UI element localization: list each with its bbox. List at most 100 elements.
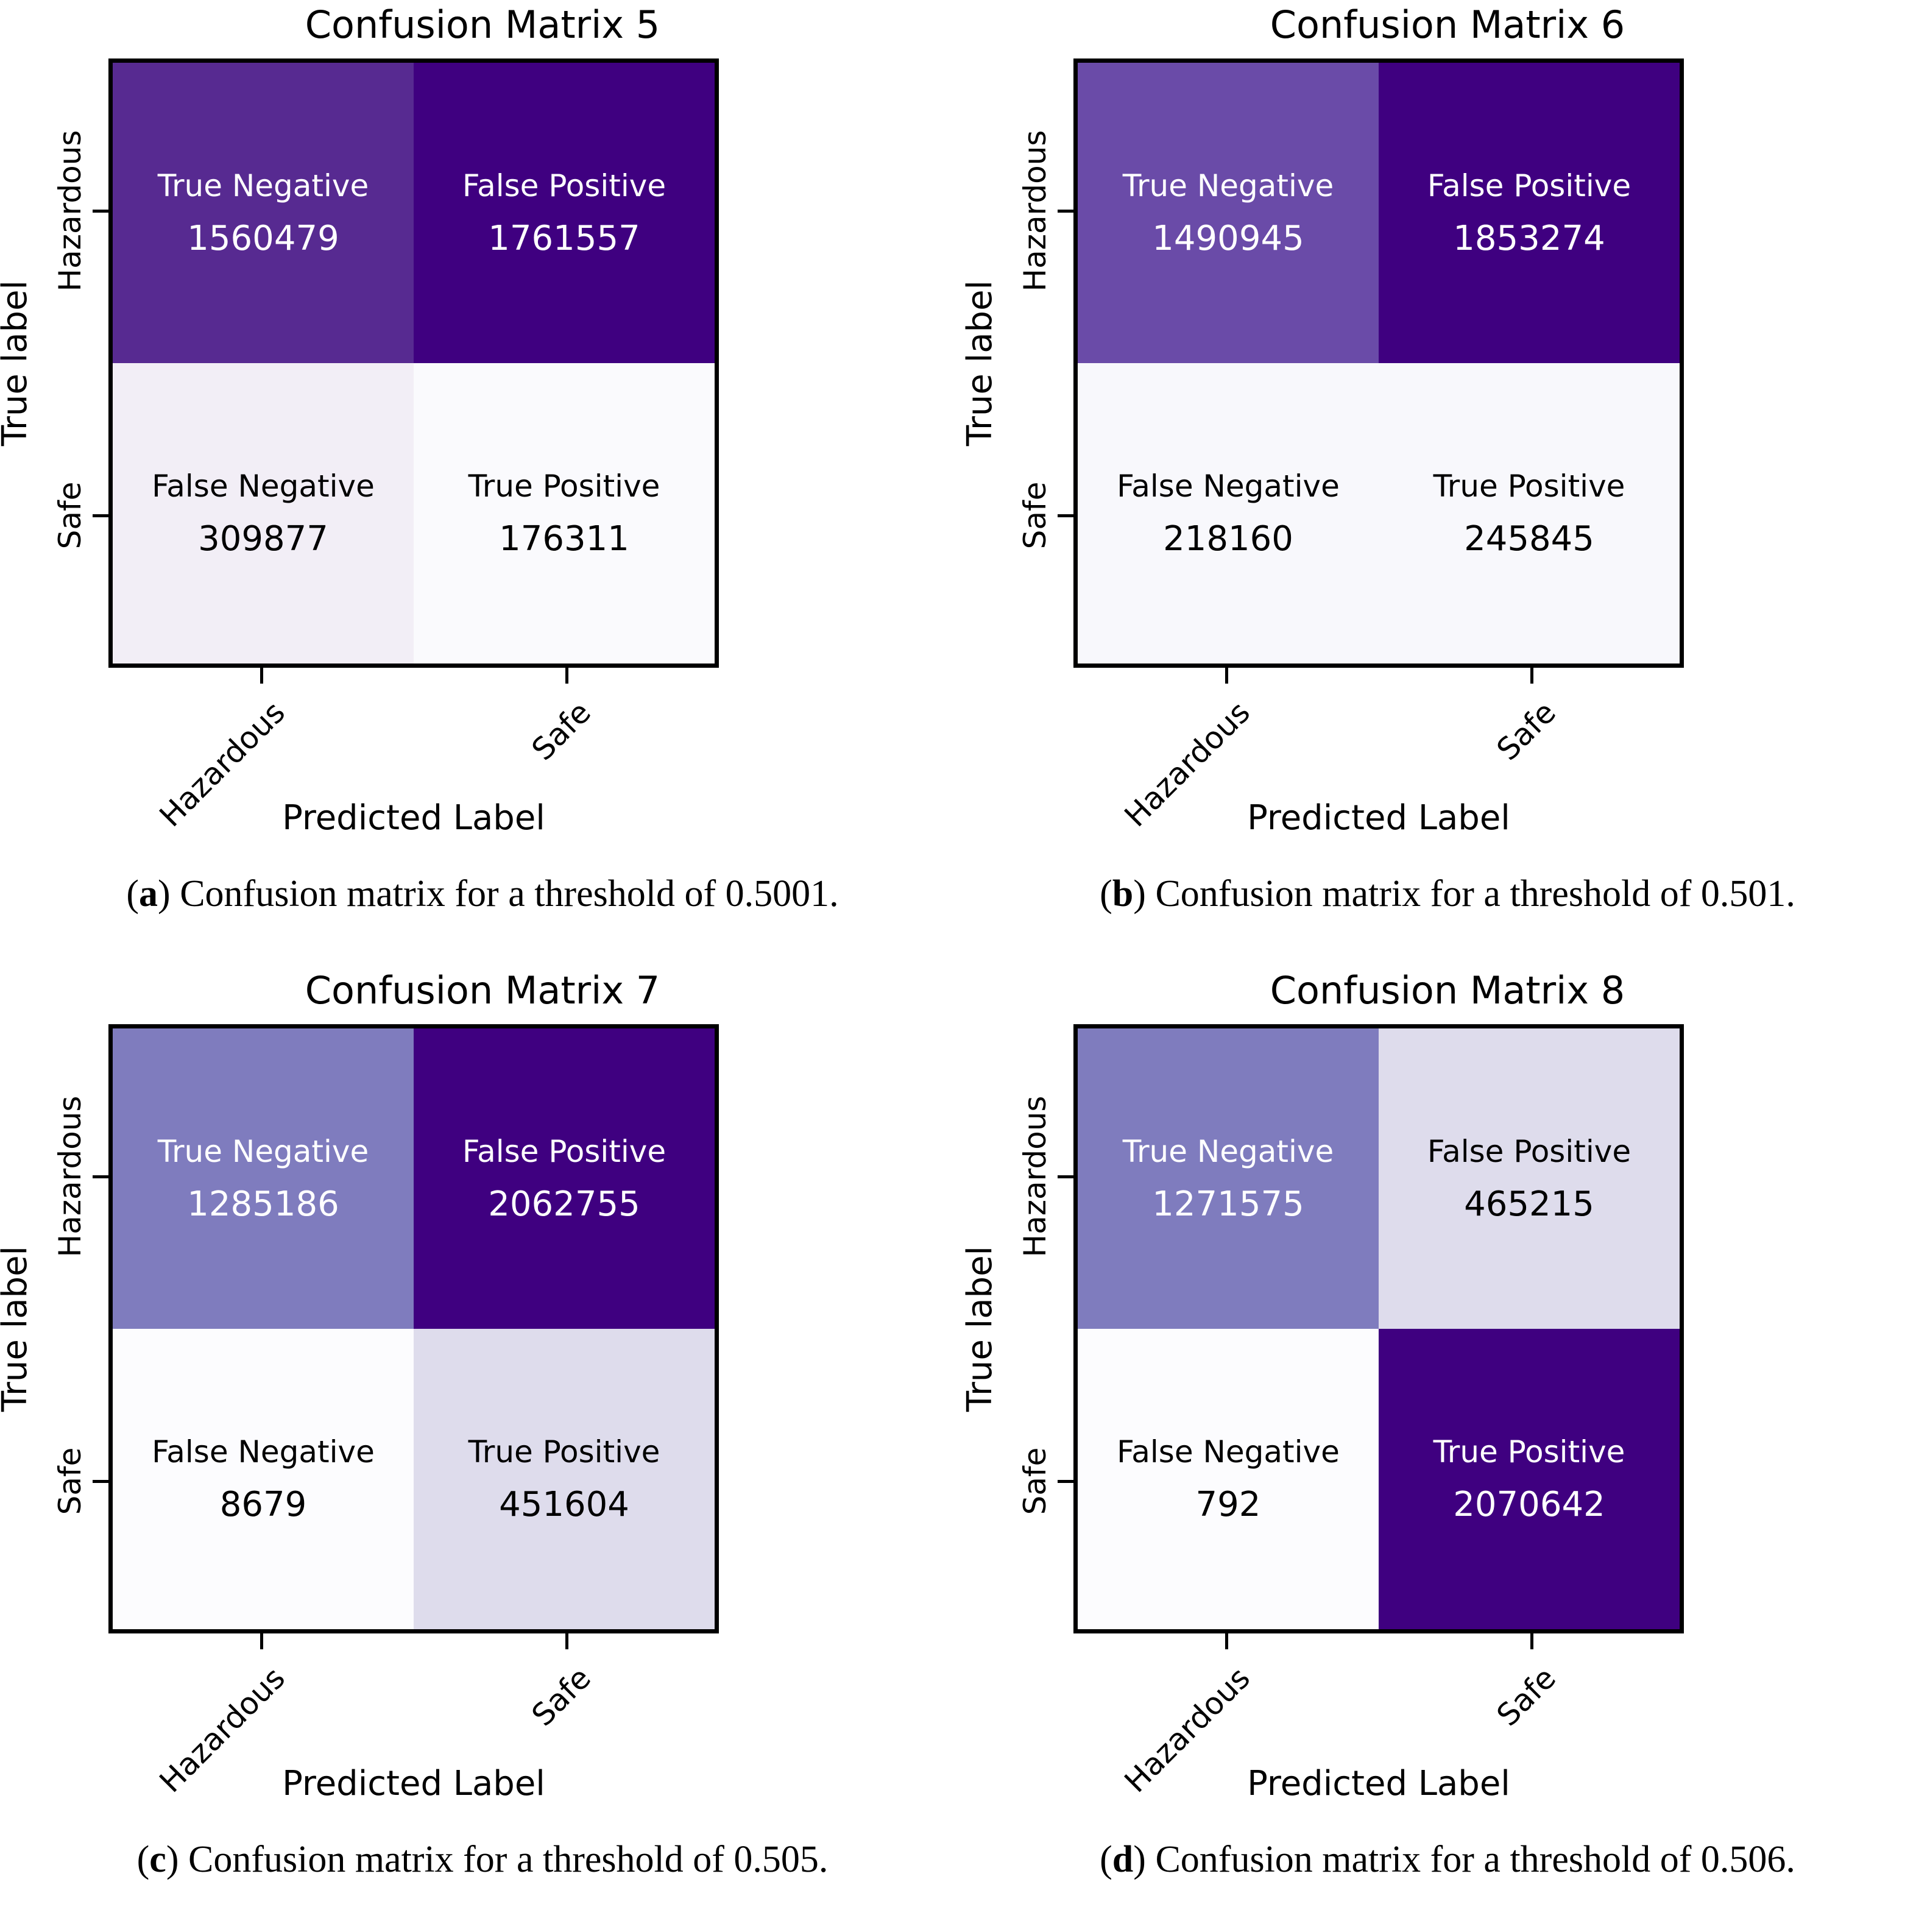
y-tick-mark-0 (1058, 1175, 1073, 1178)
cell-true-positive[interactable]: True Positive 2070642 (1379, 1329, 1680, 1629)
caption-letter: (b) (1100, 873, 1146, 915)
cell-label: True Negative (157, 168, 369, 203)
cell-label: False Negative (1117, 1434, 1340, 1470)
x-axis-label: Predicted Label (1247, 1764, 1510, 1803)
x-tick-label-safe: Safe (1490, 695, 1563, 768)
heatmap-grid: True Negative 1271575 False Positive 465… (1073, 1024, 1684, 1633)
plot-title: Confusion Matrix 7 (305, 968, 660, 1013)
cell-label: False Positive (462, 1133, 666, 1169)
cell-false-positive[interactable]: False Positive 465215 (1379, 1028, 1680, 1329)
figure-row-bottom: Confusion Matrix 7 True label Hazardous … (0, 966, 1930, 1837)
plot-title: Confusion Matrix 5 (305, 2, 660, 47)
cell-value: 1560479 (187, 218, 339, 258)
y-tick-label-safe: Safe (52, 1447, 88, 1515)
heatmap-grid: True Negative 1560479 False Positive 176… (108, 58, 719, 668)
cell-label: True Negative (1122, 168, 1334, 203)
cell-label: True Positive (1433, 468, 1625, 504)
x-axis-label: Predicted Label (282, 798, 545, 838)
caption-d: (d) Confusion matrix for a threshold of … (965, 1837, 1930, 1881)
cell-false-negative[interactable]: False Negative 218160 (1078, 363, 1379, 663)
x-tick-mark-0 (1225, 1633, 1228, 1649)
cell-value: 309877 (198, 518, 328, 559)
panel-confusion-matrix-6: Confusion Matrix 6 True label Hazardous … (960, 0, 1930, 871)
x-tick-label-safe: Safe (525, 695, 598, 768)
y-tick-mark-1 (1058, 1480, 1073, 1483)
caption-row-top: (a) Confusion matrix for a threshold of … (0, 871, 1930, 966)
cell-false-negative[interactable]: False Negative 8679 (113, 1329, 414, 1629)
y-tick-label-hazardous: Hazardous (1017, 1095, 1053, 1258)
cell-true-positive[interactable]: True Positive 245845 (1379, 363, 1680, 663)
cell-label: True Positive (468, 1434, 660, 1470)
caption-row-bottom: (c) Confusion matrix for a threshold of … (0, 1837, 1930, 1931)
cell-value: 1490945 (1152, 218, 1304, 258)
cell-value: 1271575 (1152, 1184, 1304, 1224)
cell-false-positive[interactable]: False Positive 1761557 (414, 63, 715, 363)
y-tick-label-hazardous: Hazardous (52, 130, 88, 292)
cell-label: False Negative (1117, 468, 1340, 504)
cell-label: False Positive (1427, 1133, 1631, 1169)
x-tick-label-safe: Safe (1490, 1660, 1563, 1733)
y-tick-mark-1 (93, 1480, 108, 1483)
plot-confusion-matrix-8: Confusion Matrix 8 True label Hazardous … (960, 966, 1930, 1837)
y-axis-label: True label (960, 280, 1000, 447)
cell-true-negative[interactable]: True Negative 1560479 (113, 63, 414, 363)
plot-confusion-matrix-6: Confusion Matrix 6 True label Hazardous … (960, 0, 1930, 871)
cell-value: 218160 (1163, 518, 1293, 559)
cell-label: True Positive (1433, 1434, 1625, 1470)
cell-true-positive[interactable]: True Positive 176311 (414, 363, 715, 663)
cell-value: 2070642 (1453, 1484, 1605, 1524)
cell-false-negative[interactable]: False Negative 792 (1078, 1329, 1379, 1629)
cell-value: 1761557 (488, 218, 640, 258)
caption-b: (b) Confusion matrix for a threshold of … (965, 871, 1930, 916)
y-tick-label-hazardous: Hazardous (1017, 130, 1053, 292)
y-tick-label-safe: Safe (1017, 1447, 1053, 1515)
caption-text: Confusion matrix for a threshold of 0.50… (180, 873, 839, 915)
cell-false-positive[interactable]: False Positive 2062755 (414, 1028, 715, 1329)
figure-row-top: Confusion Matrix 5 True label Hazardous … (0, 0, 1930, 871)
heatmap-grid: True Negative 1490945 False Positive 185… (1073, 58, 1684, 668)
x-tick-mark-1 (565, 1633, 568, 1649)
y-axis-label: True label (0, 1245, 35, 1412)
panel-confusion-matrix-5: Confusion Matrix 5 True label Hazardous … (0, 0, 965, 871)
cell-true-negative[interactable]: True Negative 1285186 (113, 1028, 414, 1329)
heatmap-grid: True Negative 1285186 False Positive 206… (108, 1024, 719, 1633)
y-tick-label-hazardous: Hazardous (52, 1095, 88, 1258)
caption-letter: (c) (136, 1839, 179, 1880)
y-tick-label-safe: Safe (1017, 481, 1053, 550)
plot-title: Confusion Matrix 6 (1270, 2, 1625, 47)
cell-false-negative[interactable]: False Negative 309877 (113, 363, 414, 663)
y-tick-mark-1 (1058, 514, 1073, 517)
caption-text: Confusion matrix for a threshold of 0.50… (188, 1839, 829, 1880)
cell-label: False Positive (1427, 168, 1631, 203)
cell-true-negative[interactable]: True Negative 1271575 (1078, 1028, 1379, 1329)
caption-letter: (a) (126, 873, 171, 915)
y-axis-label: True label (960, 1245, 1000, 1412)
cell-value: 245845 (1464, 518, 1594, 559)
cell-value: 2062755 (488, 1184, 640, 1224)
x-tick-mark-0 (260, 668, 263, 684)
panel-confusion-matrix-8: Confusion Matrix 8 True label Hazardous … (960, 966, 1930, 1837)
cell-true-positive[interactable]: True Positive 451604 (414, 1329, 715, 1629)
y-tick-mark-1 (93, 514, 108, 517)
cell-label: True Negative (157, 1133, 369, 1169)
cell-label: True Positive (468, 468, 660, 504)
cell-false-positive[interactable]: False Positive 1853274 (1379, 63, 1680, 363)
x-axis-label: Predicted Label (282, 1764, 545, 1803)
x-axis-label: Predicted Label (1247, 798, 1510, 838)
plot-confusion-matrix-7: Confusion Matrix 7 True label Hazardous … (0, 966, 965, 1837)
cell-value: 1853274 (1453, 218, 1605, 258)
cell-value: 176311 (499, 518, 629, 559)
x-tick-mark-0 (260, 1633, 263, 1649)
x-tick-mark-1 (565, 668, 568, 684)
cell-value: 465215 (1464, 1184, 1594, 1224)
x-tick-label-safe: Safe (525, 1660, 598, 1733)
cell-true-negative[interactable]: True Negative 1490945 (1078, 63, 1379, 363)
caption-letter: (d) (1100, 1839, 1146, 1880)
y-axis-label: True label (0, 280, 35, 447)
plot-confusion-matrix-5: Confusion Matrix 5 True label Hazardous … (0, 0, 965, 871)
cell-label: True Negative (1122, 1133, 1334, 1169)
y-tick-mark-0 (93, 1175, 108, 1178)
y-tick-label-safe: Safe (52, 481, 88, 550)
caption-text: Confusion matrix for a threshold of 0.50… (1155, 873, 1795, 915)
